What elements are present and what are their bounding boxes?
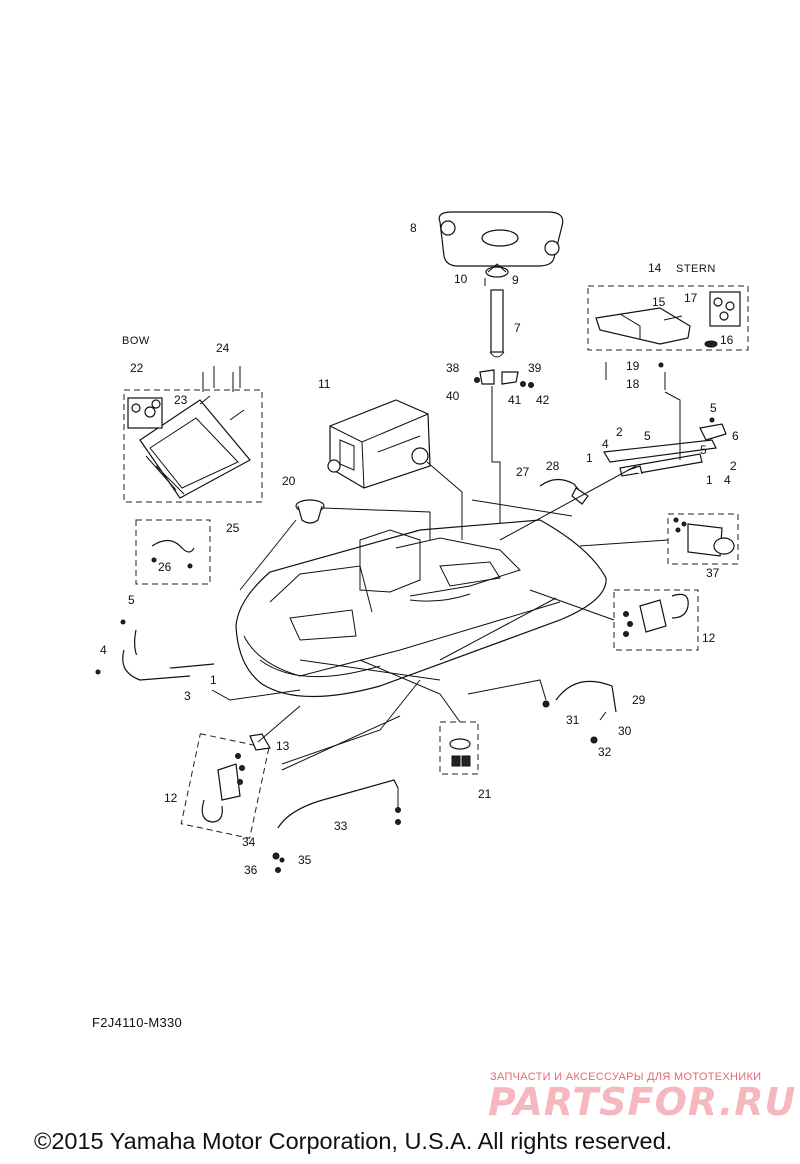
callout-24: 24 bbox=[216, 341, 230, 355]
boarding-ladder bbox=[139, 395, 251, 499]
callout-4-left: 4 bbox=[602, 437, 609, 451]
callout-37: 37 bbox=[706, 566, 720, 580]
seat-cushion bbox=[438, 211, 564, 267]
callout-31: 31 bbox=[566, 713, 580, 727]
callout-15: 15 bbox=[652, 295, 666, 309]
callout-22: 22 bbox=[130, 361, 144, 375]
bracket-13 bbox=[249, 733, 271, 751]
callout-30: 30 bbox=[618, 724, 632, 738]
callout-10: 10 bbox=[454, 272, 468, 286]
callout-14: 14 bbox=[648, 261, 662, 275]
callout-2-top: 2 bbox=[616, 425, 623, 439]
callout-41: 41 bbox=[508, 393, 522, 407]
pedestal-clamps bbox=[474, 369, 534, 388]
rope-group-box bbox=[135, 519, 211, 585]
callout-4-right: 4 bbox=[724, 473, 731, 487]
plate-group-box bbox=[667, 513, 739, 565]
watermark-logo: PARTSFOR.RU bbox=[488, 1080, 797, 1124]
watermark-tagline: ЗАПЧАСТИ И АКСЕССУАРЫ ДЛЯ МОТОТЕХНИКИ bbox=[490, 1071, 762, 1083]
seat-pedestal bbox=[489, 289, 505, 358]
callout-27: 27 bbox=[516, 465, 530, 479]
callout-8: 8 bbox=[410, 221, 417, 235]
cleat-right bbox=[623, 593, 689, 637]
callout-34: 34 bbox=[242, 835, 256, 849]
cleat-group-box-left bbox=[180, 733, 270, 839]
callout-5-mid: 5 bbox=[644, 429, 651, 443]
cleat-group-box-right bbox=[613, 589, 699, 651]
callout-3: 3 bbox=[184, 689, 191, 703]
part-code: F2J4110-M330 bbox=[92, 1015, 183, 1030]
callout-39: 39 bbox=[528, 361, 542, 375]
callout-21: 21 bbox=[478, 787, 492, 801]
ladder-group-box bbox=[123, 389, 263, 503]
callout-18: 18 bbox=[626, 377, 640, 391]
stern-group-box bbox=[587, 285, 749, 351]
callout-12-right: 12 bbox=[702, 631, 716, 645]
callout-26: 26 bbox=[158, 560, 172, 574]
callout-labels: 8 10 9 7 38 39 40 41 42 11 20 24 22 23 2… bbox=[100, 221, 739, 877]
callout-13: 13 bbox=[276, 739, 290, 753]
callout-9: 9 bbox=[512, 273, 519, 287]
cleat-left bbox=[201, 753, 245, 823]
stern-bracket bbox=[595, 291, 741, 390]
ladder-bumpers bbox=[127, 397, 163, 429]
callout-5-stern: 5 bbox=[710, 401, 717, 415]
callout-38: 38 bbox=[446, 361, 460, 375]
plug-group-box bbox=[439, 721, 479, 775]
callout-42: 42 bbox=[536, 393, 550, 407]
ladder-screws bbox=[202, 366, 241, 392]
cable-connector bbox=[539, 478, 589, 505]
callout-20: 20 bbox=[282, 474, 296, 488]
side-rails-left bbox=[95, 619, 215, 681]
bow-label: BOW bbox=[122, 335, 150, 347]
callout-29: 29 bbox=[632, 693, 646, 707]
callout-19: 19 bbox=[626, 359, 640, 373]
cup-holder bbox=[295, 499, 325, 524]
callout-1-right: 1 bbox=[706, 473, 713, 487]
callout-5-right: 5 bbox=[700, 443, 707, 457]
callout-25: 25 bbox=[226, 521, 240, 535]
callout-35: 35 bbox=[298, 853, 312, 867]
callout-16: 16 bbox=[720, 333, 734, 347]
cooler bbox=[327, 399, 431, 489]
callout-5-left: 5 bbox=[128, 593, 135, 607]
callout-1-left2: 1 bbox=[210, 673, 217, 687]
stern-label: STERN bbox=[676, 263, 716, 275]
callout-11: 11 bbox=[318, 377, 331, 391]
seat-bracket bbox=[485, 263, 509, 278]
callout-40: 40 bbox=[446, 389, 460, 403]
grab-handle bbox=[542, 680, 617, 744]
stern-rails bbox=[603, 417, 727, 477]
callout-32: 32 bbox=[598, 745, 612, 759]
grab-rope bbox=[151, 539, 195, 569]
tow-bar bbox=[272, 779, 401, 873]
stern-plate bbox=[673, 517, 735, 557]
callout-1-left: 1 bbox=[586, 451, 593, 465]
callout-12-left: 12 bbox=[164, 791, 178, 805]
boat-hull bbox=[235, 519, 607, 698]
callout-7: 7 bbox=[514, 321, 521, 335]
callout-2-right: 2 bbox=[730, 459, 737, 473]
callout-36: 36 bbox=[244, 863, 258, 877]
callout-17: 17 bbox=[684, 291, 698, 305]
callout-33: 33 bbox=[334, 819, 348, 833]
copyright-notice: ©2015 Yamaha Motor Corporation, U.S.A. A… bbox=[34, 1128, 673, 1154]
drain-plug bbox=[449, 738, 471, 767]
callout-28: 28 bbox=[546, 459, 560, 473]
callout-23: 23 bbox=[174, 393, 188, 407]
callout-4-left2: 4 bbox=[100, 643, 107, 657]
callout-6: 6 bbox=[732, 429, 739, 443]
leader-lines bbox=[211, 391, 681, 771]
